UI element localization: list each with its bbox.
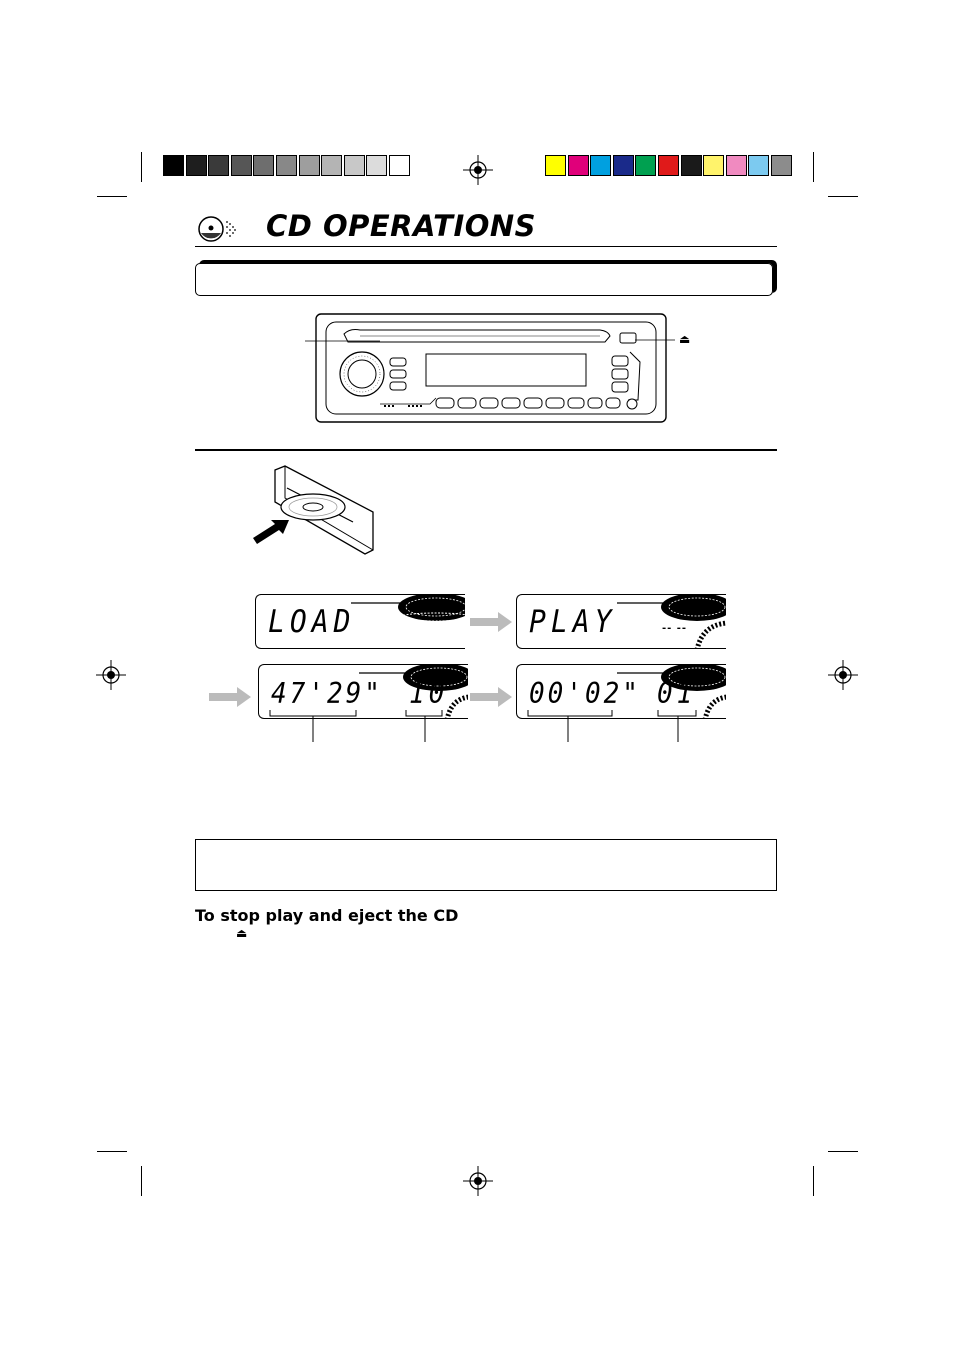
- lcd-main-text: LOAD: [268, 603, 356, 640]
- registration-target-icon: [463, 155, 493, 185]
- eject-icon: ⏏: [679, 332, 691, 346]
- lcd-main-text: 47'29": [271, 677, 383, 711]
- lcd-track-text: 10: [409, 677, 449, 711]
- crop-mark: [97, 1151, 127, 1152]
- color-swatch: [253, 155, 275, 176]
- lcd-main-text: 00'02": [529, 677, 641, 711]
- crop-mark: [828, 196, 858, 197]
- color-swatch: [321, 155, 343, 176]
- color-swatch: [703, 155, 725, 176]
- color-swatch: [590, 155, 612, 176]
- lcd-aux-text: -- --: [662, 623, 688, 634]
- arrow-right-icon: [470, 687, 512, 707]
- color-swatch: [567, 155, 589, 176]
- crop-mark: [813, 1166, 814, 1196]
- lcd-display-play: PLAY -- --: [516, 594, 726, 649]
- crop-mark: [828, 1151, 858, 1152]
- color-swatch: [185, 155, 207, 176]
- color-swatch: [545, 155, 566, 176]
- lcd-display-total-time: 47'29" 10: [258, 664, 468, 719]
- color-swatch: [635, 155, 657, 176]
- arrow-right-icon: [209, 687, 251, 707]
- color-swatch: [612, 155, 634, 176]
- disc-indicator-icon: [617, 665, 726, 718]
- insert-disc-illustration: [253, 465, 374, 555]
- section-divider: [195, 449, 777, 451]
- section-header-box: [195, 263, 773, 296]
- crop-mark: [141, 152, 142, 182]
- color-swatch: [658, 155, 679, 176]
- crop-mark: [141, 1166, 142, 1196]
- title-rule: [195, 246, 777, 247]
- lcd-display-elapsed-time: 00'02" 01: [516, 664, 726, 719]
- callout-brackets: [269, 710, 697, 742]
- registration-target-icon: [828, 660, 858, 690]
- color-swatch: [276, 155, 297, 176]
- lcd-track-text: 01: [657, 677, 697, 711]
- lcd-main-text: PLAY: [529, 603, 617, 640]
- page-title: CD OPERATIONS: [266, 209, 537, 243]
- color-swatch: [366, 155, 388, 176]
- color-swatch: [725, 155, 747, 176]
- disc-indicator-icon: [359, 665, 468, 718]
- cd-icon: [198, 216, 236, 242]
- crop-mark: [813, 152, 814, 182]
- color-swatch: [748, 155, 770, 176]
- note-box: [195, 839, 777, 891]
- section-subheading: To stop play and eject the CD: [195, 906, 459, 925]
- registration-target-icon: [96, 660, 126, 690]
- crop-mark: [97, 196, 127, 197]
- color-swatch: [343, 155, 365, 176]
- color-swatch: [298, 155, 320, 176]
- eject-icon: ⏏: [236, 926, 248, 940]
- lcd-display-load: LOAD: [255, 594, 465, 649]
- color-swatch: [771, 155, 792, 176]
- color-swatch: [208, 155, 230, 176]
- disc-indicator-icon: [351, 595, 465, 622]
- color-swatch: [230, 155, 252, 176]
- arrow-right-icon: [470, 612, 512, 632]
- color-swatch: [163, 155, 184, 176]
- registration-target-icon: [463, 1166, 493, 1196]
- color-swatch: [680, 155, 702, 176]
- color-swatch: [389, 155, 410, 176]
- disc-indicator-icon: [617, 595, 726, 648]
- stereo-panel-illustration: [305, 313, 675, 423]
